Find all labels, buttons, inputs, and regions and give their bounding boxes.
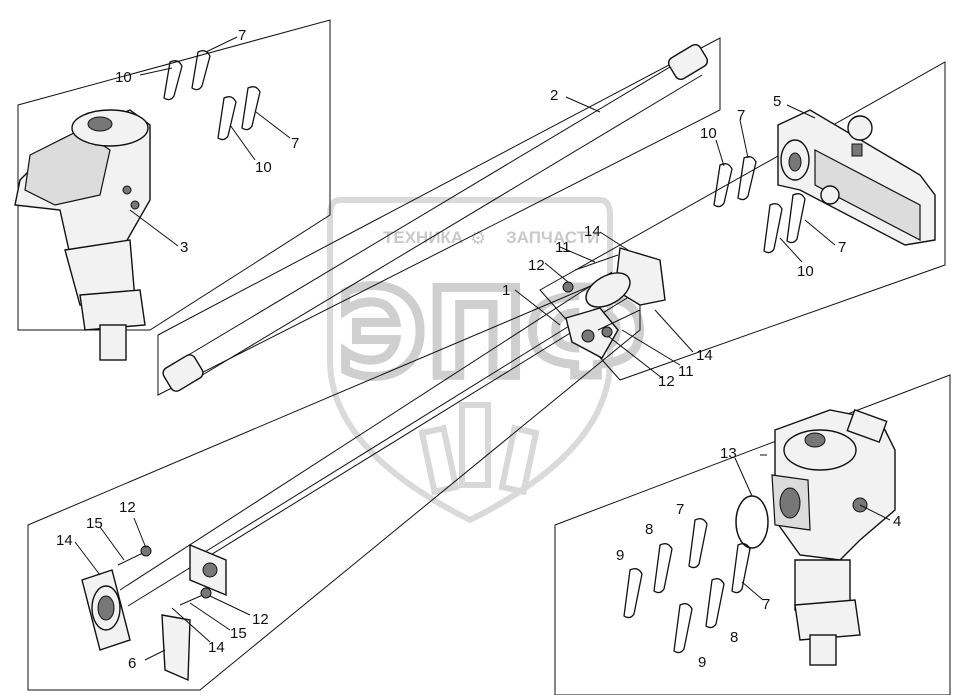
gearbox-5 bbox=[777, 109, 936, 246]
callout-1: 1 bbox=[502, 282, 510, 299]
callout-14-d: 14 bbox=[208, 639, 225, 656]
callout-labels: 1 2 3 4 5 6 7 7 7 7 7 7 8 8 9 9 10 10 10… bbox=[56, 27, 901, 672]
flange-bottom-left bbox=[81, 543, 227, 682]
watermark-gear-icon: ⚙ bbox=[470, 228, 486, 249]
callout-12-d: 12 bbox=[252, 611, 269, 628]
frame-top-left bbox=[17, 19, 331, 331]
callout-11-b: 11 bbox=[678, 363, 694, 380]
callout-4: 4 bbox=[893, 513, 901, 530]
callout-14-a: 14 bbox=[584, 223, 601, 240]
leader-lines bbox=[74, 36, 891, 661]
callout-8-a: 8 bbox=[645, 521, 653, 538]
watermark-brand-left: ТЕХНИКА bbox=[383, 228, 463, 247]
callout-10-a: 10 bbox=[115, 69, 132, 86]
callout-8-b: 8 bbox=[730, 629, 738, 646]
callout-14-b: 14 bbox=[696, 347, 713, 364]
gearbox-3 bbox=[14, 109, 151, 361]
watermark: ТЕХНИКА ⚙ ЗАПЧАСТИ ЭПФ bbox=[327, 197, 650, 524]
watermark-grain-icon bbox=[418, 402, 540, 496]
callout-2: 2 bbox=[550, 87, 558, 104]
callout-10-c: 10 bbox=[700, 125, 717, 142]
callout-3: 3 bbox=[180, 239, 188, 256]
gearbox-4 bbox=[771, 408, 896, 666]
callout-9-a: 9 bbox=[616, 547, 624, 564]
callout-12-b: 12 bbox=[658, 373, 675, 390]
callout-7-d: 7 bbox=[838, 239, 846, 256]
callout-5: 5 bbox=[773, 93, 781, 110]
callout-11-a: 11 bbox=[555, 239, 571, 256]
callout-12-a: 12 bbox=[528, 257, 545, 274]
callout-12-c: 12 bbox=[119, 499, 136, 516]
bearing-housing-middle bbox=[562, 247, 666, 359]
callout-7-e: 7 bbox=[676, 501, 684, 518]
callout-7-a: 7 bbox=[238, 27, 246, 44]
callout-9-b: 9 bbox=[698, 654, 706, 671]
frame-bottom-right bbox=[554, 374, 951, 695]
frame-shaft bbox=[157, 37, 721, 396]
callout-14-c: 14 bbox=[56, 532, 73, 549]
watermark-brand-right: ЗАПЧАСТИ bbox=[506, 228, 599, 247]
callout-10-d: 10 bbox=[797, 263, 814, 280]
callout-7-b: 7 bbox=[291, 135, 299, 152]
callout-15-a: 15 bbox=[86, 515, 103, 532]
callout-7-f: 7 bbox=[762, 596, 770, 613]
shaft-1 bbox=[119, 271, 641, 607]
spring-clips bbox=[163, 50, 806, 654]
callout-10-b: 10 bbox=[255, 159, 272, 176]
callout-13: 13 bbox=[720, 445, 737, 462]
shaft-2 bbox=[162, 43, 709, 392]
o-ring-13 bbox=[735, 495, 769, 549]
callout-7-c: 7 bbox=[737, 107, 745, 124]
callout-6: 6 bbox=[128, 655, 136, 672]
callout-15-b: 15 bbox=[230, 625, 247, 642]
